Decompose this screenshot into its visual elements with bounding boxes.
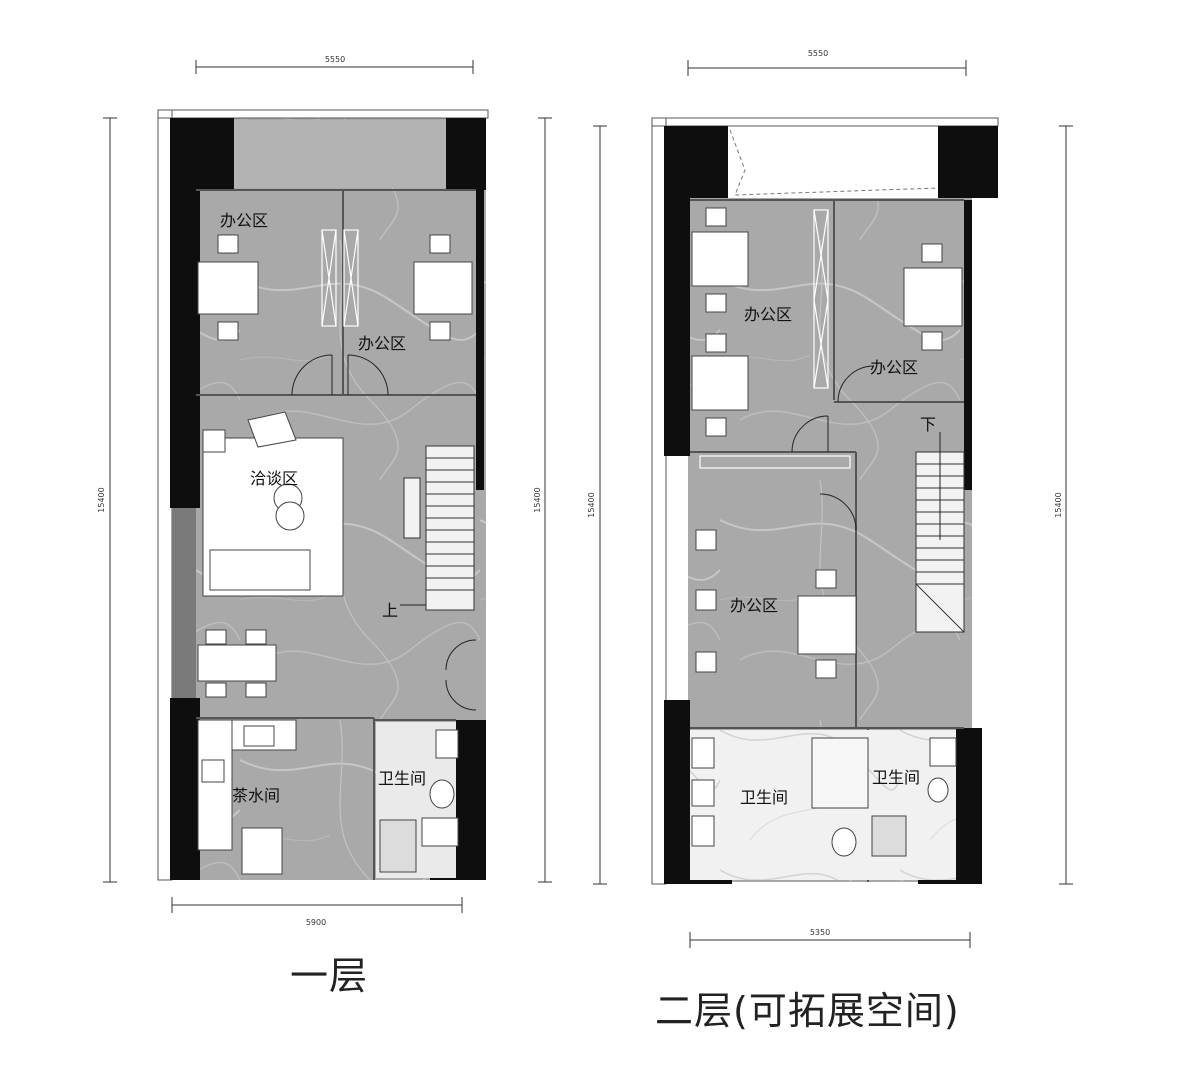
floor2-label-stair: 下 xyxy=(920,415,936,434)
floor2-glazing xyxy=(651,117,667,885)
floor2-void-marker xyxy=(729,129,939,196)
floor1-partitions xyxy=(196,189,476,880)
floor2-caption: 二层(可拓展空间) xyxy=(655,989,960,1033)
floor2-label-office-c: 办公区 xyxy=(730,596,778,615)
floor2-label-wc-b: 卫生间 xyxy=(872,768,920,787)
floor2-void xyxy=(728,126,938,198)
floor2-plan: 5550 5350 15400 15400 xyxy=(587,49,1073,948)
floor1-label-stair: 上 xyxy=(382,601,398,620)
floor1-meeting-furniture xyxy=(197,411,344,698)
floor1-balcony xyxy=(234,120,446,188)
floor1-label-meeting: 洽谈区 xyxy=(250,469,298,488)
floor1-caption: 一层 xyxy=(290,954,369,998)
floor1-dim-top: 5550 xyxy=(325,55,345,64)
floor1-label-wc: 卫生间 xyxy=(378,769,426,788)
floor1-window-frame xyxy=(157,109,489,119)
floor2-office-furniture xyxy=(691,207,963,679)
floor2-label-office-b: 办公区 xyxy=(870,358,918,377)
floor1-dim-bottom: 5900 xyxy=(306,918,326,927)
floor1-label-tea: 茶水间 xyxy=(232,786,280,805)
floor2-dimensions xyxy=(593,60,1073,948)
floor1-dim-right: 15400 xyxy=(533,487,542,512)
floor1-label-office-b: 办公区 xyxy=(358,334,406,353)
floor2-dim-left: 15400 xyxy=(587,492,596,517)
floor1-dimensions xyxy=(103,60,552,913)
floor2-dim-bottom: 5350 xyxy=(810,928,830,937)
floor1-glazing xyxy=(157,109,173,881)
floor1-office-furniture xyxy=(197,234,473,341)
floor1-staircase xyxy=(403,445,475,611)
floor2-label-office-a: 办公区 xyxy=(744,305,792,324)
floor2-window-frame xyxy=(651,117,999,127)
floor1-wc-fixtures xyxy=(379,729,459,873)
floor1-tea-furniture xyxy=(197,719,297,875)
floor2-label-wc-a: 卫生间 xyxy=(740,788,788,807)
floor1-label-office-a: 办公区 xyxy=(220,211,268,230)
floor2-wc-fixtures xyxy=(691,737,957,857)
floor2-glass-partition xyxy=(699,209,851,469)
floor2-dim-right: 15400 xyxy=(1054,492,1063,517)
floor1-glass-partition xyxy=(321,229,359,327)
floor1-plan: 5550 5900 15400 15400 xyxy=(97,55,552,927)
floor1-dim-left: 15400 xyxy=(97,487,106,512)
floor2-dim-top: 5550 xyxy=(808,49,828,58)
